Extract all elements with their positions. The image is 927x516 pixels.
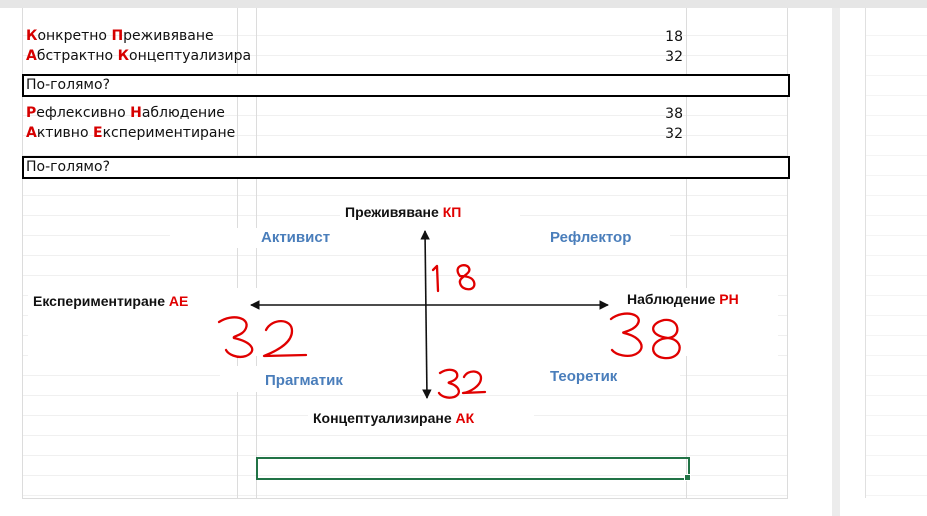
- handwritten-bottom-32-icon: [437, 368, 487, 399]
- row-label-concrete-experience: Конкретно Преживяване: [26, 28, 214, 44]
- selected-cell[interactable]: [256, 457, 690, 480]
- diagram-bg: [28, 288, 778, 356]
- next-page-grid: [865, 8, 927, 498]
- column-divider: [686, 8, 687, 498]
- quadrant-label-activist: Активист: [261, 229, 331, 246]
- question-cell-1[interactable]: По-голямо?: [22, 74, 790, 97]
- column-divider: [256, 8, 257, 498]
- quadrant-label-theorist: Теоретик: [550, 368, 618, 385]
- quadrant-label-pragmatist: Прагматик: [265, 372, 343, 389]
- diagram-bg: [340, 200, 520, 224]
- question-cell-2[interactable]: По-голямо?: [22, 156, 790, 179]
- value-concrete-experience[interactable]: 18: [665, 29, 683, 45]
- top-bar: [0, 0, 927, 8]
- row-label-abstract-conceptualization: Абстрактно Концептуализира: [26, 48, 252, 64]
- vertical-axis: [420, 230, 432, 399]
- diagram-label-top: Преживяване КП: [345, 204, 462, 220]
- value-active-experimentation[interactable]: 32: [665, 126, 683, 142]
- diagram-label-bottom: Концептуализиране АК: [313, 410, 475, 426]
- quadrant-label-reflector: Рефлектор: [550, 229, 632, 246]
- diagram-bg: [170, 228, 670, 248]
- value-reflective-observation[interactable]: 38: [665, 106, 683, 122]
- page-gap-scrollbar[interactable]: [832, 8, 840, 516]
- handwritten-18-icon: [431, 264, 476, 293]
- diagram-label-left: Експериментиране АЕ: [33, 293, 189, 309]
- value-abstract-conceptualization[interactable]: 32: [665, 49, 683, 65]
- column-divider: [237, 8, 238, 498]
- handwritten-left-32-icon: [217, 316, 308, 359]
- diagram-label-right: Наблюдение РН: [627, 291, 739, 307]
- row-label-active-experimentation: Активно Експериментиране: [26, 125, 236, 141]
- handwritten-right-38-icon: [609, 312, 681, 360]
- fill-handle[interactable]: [684, 474, 691, 481]
- diagram-bg: [308, 406, 534, 430]
- row-label-reflective-observation: Рефлексивно Наблюдение: [26, 105, 225, 121]
